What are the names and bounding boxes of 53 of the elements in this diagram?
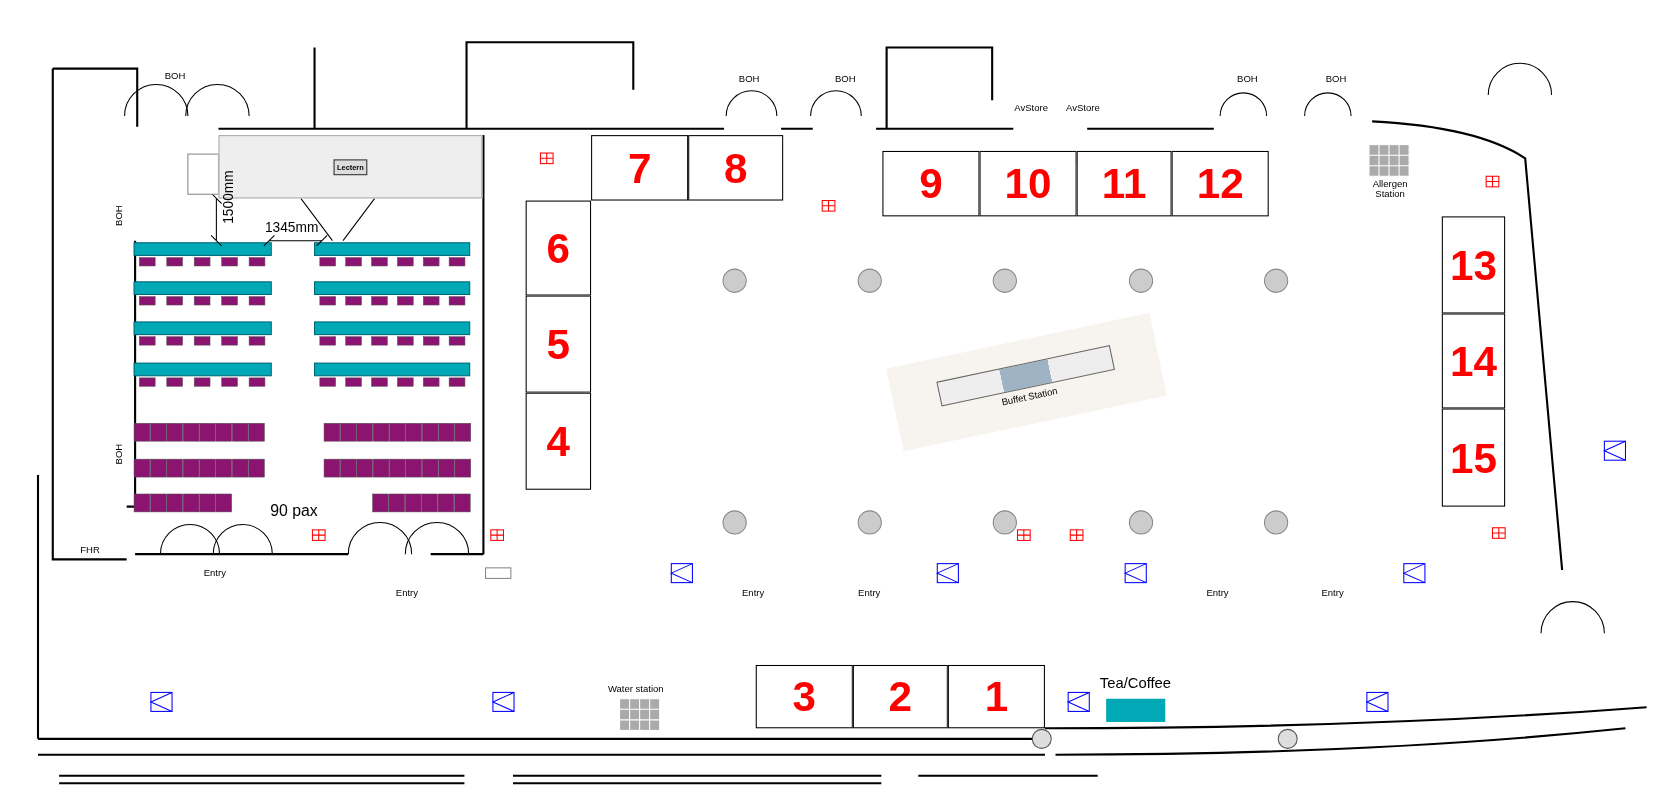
station-label: Tea/Coffee — [1099, 675, 1172, 691]
door-label: BOH — [115, 443, 125, 465]
booth-outline — [1171, 150, 1269, 217]
station-label: Water station — [607, 685, 664, 695]
door-label: BOH — [1237, 74, 1258, 85]
booth-outline — [852, 664, 948, 729]
entry-label: Entry — [742, 588, 765, 599]
booth-number: 13 — [1450, 243, 1497, 287]
booth-outline — [979, 150, 1077, 217]
booth-outline — [591, 135, 689, 201]
booth-outline — [1076, 150, 1172, 217]
booth-number: 5 — [546, 323, 571, 366]
booth-number: 7 — [627, 146, 652, 189]
booth-number: 9 — [919, 162, 943, 205]
entry-label: Entry — [1321, 588, 1344, 599]
booth-number: 4 — [546, 420, 571, 463]
station-label: Allergen Station — [1371, 179, 1409, 201]
booth-outline — [525, 200, 592, 296]
door-label: BOH — [164, 71, 186, 82]
dimension-label: 1345mm — [264, 220, 319, 235]
door-label: BOH — [1325, 74, 1347, 85]
entry-label: Entry — [858, 588, 881, 599]
door-label: BOH — [834, 74, 856, 85]
booth-number: 10 — [1004, 162, 1052, 205]
booth-number: 3 — [792, 675, 817, 718]
door-label: BOH — [115, 205, 125, 226]
room-label: AvStore — [1066, 103, 1100, 113]
booth-outline — [1441, 313, 1506, 409]
booth-outline — [525, 295, 592, 393]
booth-number: 14 — [1450, 339, 1497, 383]
entry-label: Entry — [395, 588, 418, 599]
booth-number: 15 — [1450, 436, 1497, 479]
booth-number: 11 — [1101, 162, 1147, 205]
dimension-label: 1500mm — [221, 170, 236, 224]
booth-outline — [882, 150, 980, 217]
booth-outline — [947, 664, 1045, 729]
booth-number: 2 — [888, 675, 913, 718]
booth-number: 8 — [723, 146, 748, 189]
booth-outline — [1441, 408, 1506, 507]
capacity-label: 90 pax — [270, 502, 318, 519]
booth-number: 6 — [546, 226, 571, 270]
room-label: AvStore — [1014, 103, 1048, 113]
door-label: BOH — [738, 74, 760, 85]
booth-number: 12 — [1196, 162, 1244, 205]
booth-outline — [1441, 216, 1506, 314]
entry-label: Entry — [203, 568, 226, 579]
station-label: Buffet Station — [1000, 384, 1059, 408]
entry-label: Entry — [1206, 588, 1229, 599]
booth-outline — [525, 392, 592, 490]
room-label: FHR — [80, 545, 100, 556]
booth-number: 1 — [984, 675, 1009, 718]
booth-outline — [688, 135, 784, 201]
booth-outline — [755, 664, 853, 729]
